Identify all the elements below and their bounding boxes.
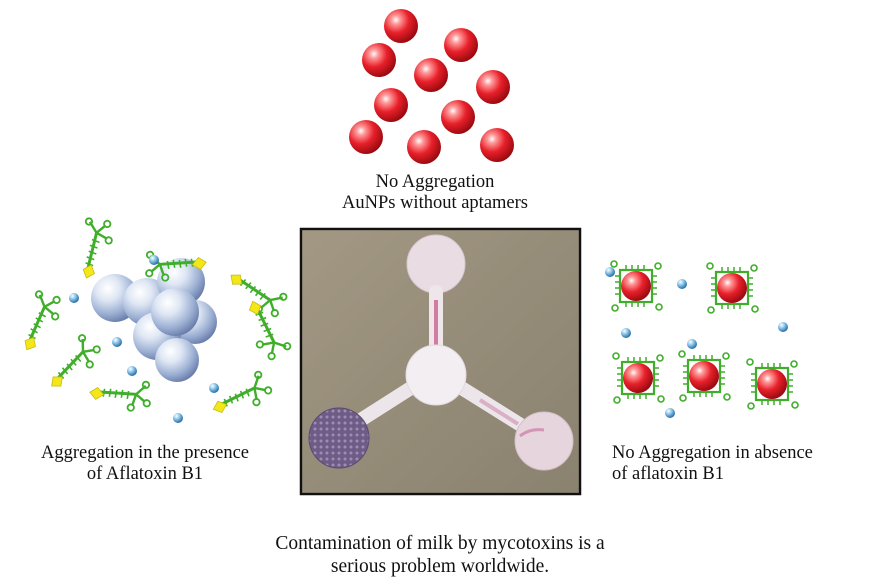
aunp-red (476, 70, 510, 104)
aunp-with-aptamer (611, 351, 666, 405)
aunp-with-aptamer (609, 259, 664, 313)
ion (112, 337, 122, 347)
aptamer-aflatoxin-complex (204, 367, 277, 422)
aptamer-aflatoxin-complex (86, 370, 156, 416)
ion (149, 255, 159, 265)
right-detection-zone (514, 411, 574, 471)
aunp-aggregated (155, 338, 199, 382)
dispersed-aunps (349, 9, 514, 164)
ion (677, 279, 687, 289)
ion (69, 293, 79, 303)
bottom-caption-line1: Contamination of milk by mycotoxins is a (275, 533, 605, 554)
ion (687, 339, 697, 349)
paper-device-photo (299, 227, 582, 496)
aunp-red (374, 88, 408, 122)
aunp-with-aptamer (745, 357, 800, 411)
ions-right (605, 267, 788, 418)
ion (665, 408, 675, 418)
aggregated-aunps (91, 258, 217, 382)
aptamer-aflatoxin-complex (65, 212, 120, 284)
bottom-caption: Contamination of milk by mycotoxins is a… (200, 532, 680, 578)
aunp-red (349, 120, 383, 154)
left-detection-zone (308, 407, 370, 469)
ion (209, 383, 219, 393)
left-caption-line1: Aggregation in the presence (40, 443, 250, 463)
left-caption-line2: of Aflatoxin B1 (86, 464, 204, 484)
bottom-caption-line2: serious problem worldwide. (330, 556, 550, 577)
right-caption-line1: No Aggregation in absence (612, 443, 813, 463)
right-caption-line2: of aflatoxin B1 (612, 464, 725, 484)
sample-zone (405, 344, 467, 406)
top-caption-line2: AuNPs without aptamers (341, 193, 528, 213)
aunp-red (362, 43, 396, 77)
ion (778, 322, 788, 332)
aunp-red (441, 100, 475, 134)
ion (173, 413, 183, 423)
left-caption: Aggregation in the presence of Aflatoxin… (10, 443, 280, 485)
aunp-red (407, 130, 441, 164)
aunp-with-aptamer (705, 261, 760, 315)
ion (127, 366, 137, 376)
aunp-red (414, 58, 448, 92)
ion (621, 328, 631, 338)
aunp-red (384, 9, 418, 43)
top-caption: No Aggregation AuNPs without aptamers (330, 172, 540, 214)
aptamer-aflatoxin-complex (7, 285, 69, 357)
aunp-red (480, 128, 514, 162)
aunp-aggregated (151, 288, 199, 336)
aptamer-aflatoxin-complex (37, 329, 108, 397)
aunp-red (444, 28, 478, 62)
top-caption-line1: No Aggregation (375, 172, 495, 192)
right-caption: No Aggregation in absence of aflatoxin B… (612, 443, 862, 485)
top-detection-zone (406, 234, 466, 294)
aptamer-aflatoxin-complex (240, 292, 295, 365)
ions-left (69, 255, 219, 423)
ion (605, 267, 615, 277)
aptamer-capped-aunps (609, 259, 800, 411)
aunp-with-aptamer (677, 349, 732, 403)
